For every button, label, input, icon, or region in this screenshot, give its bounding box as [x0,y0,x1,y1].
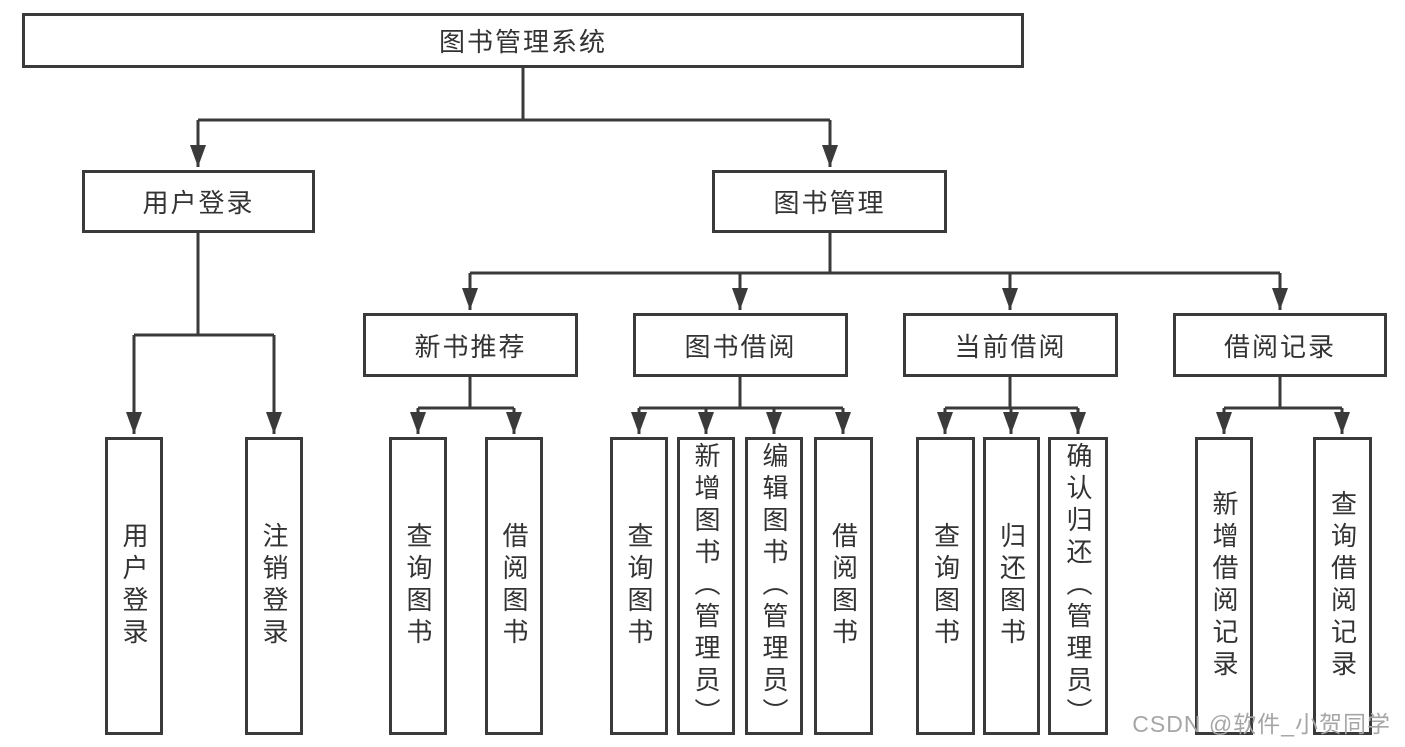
leaf-borrow-books-borrowing-label: 借阅图书 [828,522,859,650]
node-book-borrowing: 图书借阅 [633,313,848,377]
leaf-query-borrow-record: 查询借阅记录 [1313,437,1372,735]
leaf-query-books-current: 查询图书 [916,437,975,735]
leaf-return-books: 归还图书 [983,437,1040,735]
leaf-logout: 注销登录 [245,437,303,735]
leaf-borrow-books-recommend: 借阅图书 [485,437,543,735]
node-new-book-recommend: 新书推荐 [363,313,578,377]
leaf-confirm-return-admin: 确认归还（管理员） [1048,437,1108,735]
leaf-return-books-label: 归还图书 [996,522,1027,650]
node-current-borrowing: 当前借阅 [903,313,1118,377]
leaf-query-books-current-label: 查询图书 [930,522,961,650]
leaf-user-login-label: 用户登录 [119,522,149,650]
leaf-query-books-recommend: 查询图书 [389,437,447,735]
leaf-confirm-return-admin-label: 确认归还（管理员） [1063,442,1093,730]
leaf-borrow-books-borrowing: 借阅图书 [814,437,873,735]
leaf-query-books-recommend-label: 查询图书 [403,522,433,650]
node-current-borrowing-label: 当前借阅 [954,331,1067,362]
leaf-add-book-admin: 新增图书（管理员） [677,437,735,735]
node-root-label: 图书管理系统 [438,27,607,57]
leaf-logout-label: 注销登录 [259,522,289,650]
leaf-query-books-borrowing: 查询图书 [610,437,668,735]
node-new-book-recommend-label: 新书推荐 [414,331,527,362]
node-book-borrowing-label: 图书借阅 [684,331,797,362]
node-borrow-records-label: 借阅记录 [1223,331,1336,362]
leaf-edit-book-admin-label: 编辑图书（管理员） [759,442,789,730]
node-book-management: 图书管理 [712,170,947,233]
leaf-user-login: 用户登录 [105,437,163,735]
node-book-management-label: 图书管理 [773,188,886,218]
node-user-login: 用户登录 [82,170,315,233]
leaf-query-borrow-record-label: 查询借阅记录 [1327,490,1358,682]
leaf-borrow-books-recommend-label: 借阅图书 [499,522,529,650]
node-root: 图书管理系统 [22,13,1024,68]
leaf-edit-book-admin: 编辑图书（管理员） [745,437,803,735]
leaf-add-borrow-record-label: 新增借阅记录 [1209,490,1239,682]
node-user-login-label: 用户登录 [142,188,255,218]
csdn-watermark: CSDN @软件_小贺同学 [1132,711,1391,737]
leaf-query-books-borrowing-label: 查询图书 [624,522,654,650]
node-borrow-records: 借阅记录 [1173,313,1387,377]
leaf-add-borrow-record: 新增借阅记录 [1195,437,1253,735]
leaf-add-book-admin-label: 新增图书（管理员） [691,442,721,730]
